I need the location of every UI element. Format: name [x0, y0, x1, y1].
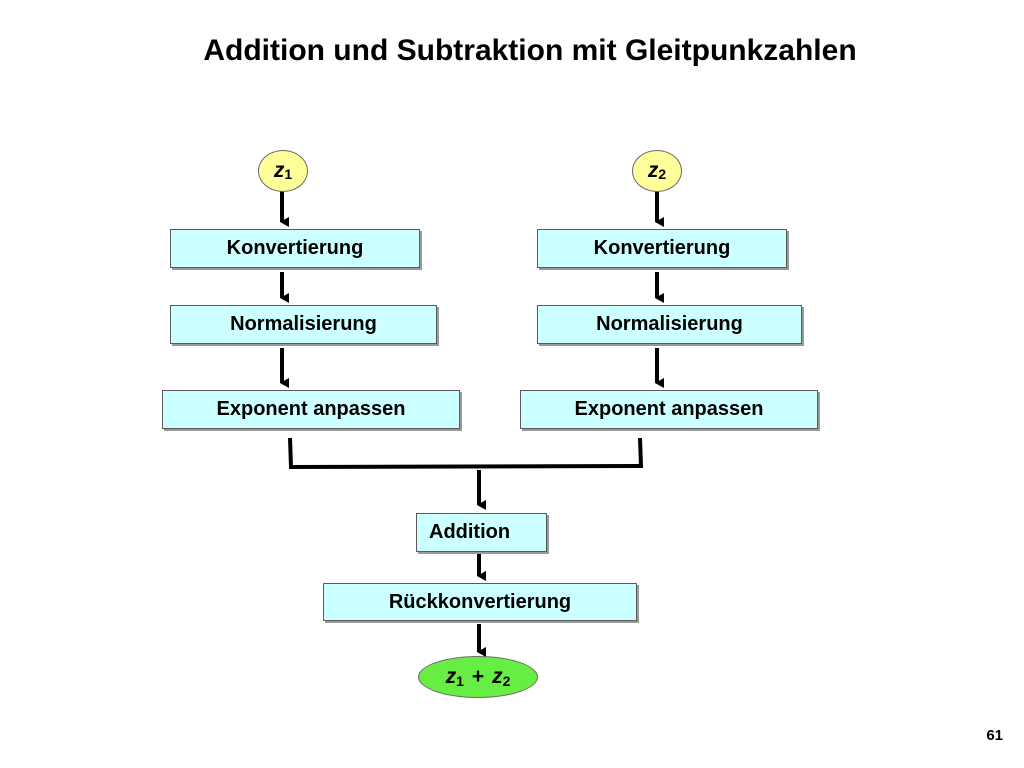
merge-bracket	[288, 437, 644, 470]
input-z1-var: z	[273, 159, 285, 182]
output-var2: z	[492, 665, 503, 688]
output-sub1: 1	[456, 673, 464, 689]
left-normalisierung-box: Normalisierung	[170, 305, 437, 344]
page-number: 61	[986, 727, 1003, 744]
addition-box: Addition	[416, 513, 547, 552]
output-var1: z	[445, 665, 457, 688]
input-z1-sub: 1	[284, 166, 293, 182]
right-exponent-box: Exponent anpassen	[520, 390, 818, 429]
input-z2-sub: 2	[658, 166, 667, 182]
rueckkonvertierung-box: Rückkonvertierung	[323, 583, 637, 621]
output-sub2: 2	[502, 673, 511, 689]
slide-title: Addition und Subtraktion mit Gleitpunkza…	[203, 34, 857, 67]
output-op: +	[471, 665, 485, 688]
input-z2-var: z	[647, 159, 659, 182]
right-normalisierung-box: Normalisierung	[537, 305, 802, 344]
right-konvertierung-box: Konvertierung	[537, 229, 787, 268]
left-konvertierung-box: Konvertierung	[170, 229, 420, 268]
left-exponent-box: Exponent anpassen	[162, 390, 460, 429]
